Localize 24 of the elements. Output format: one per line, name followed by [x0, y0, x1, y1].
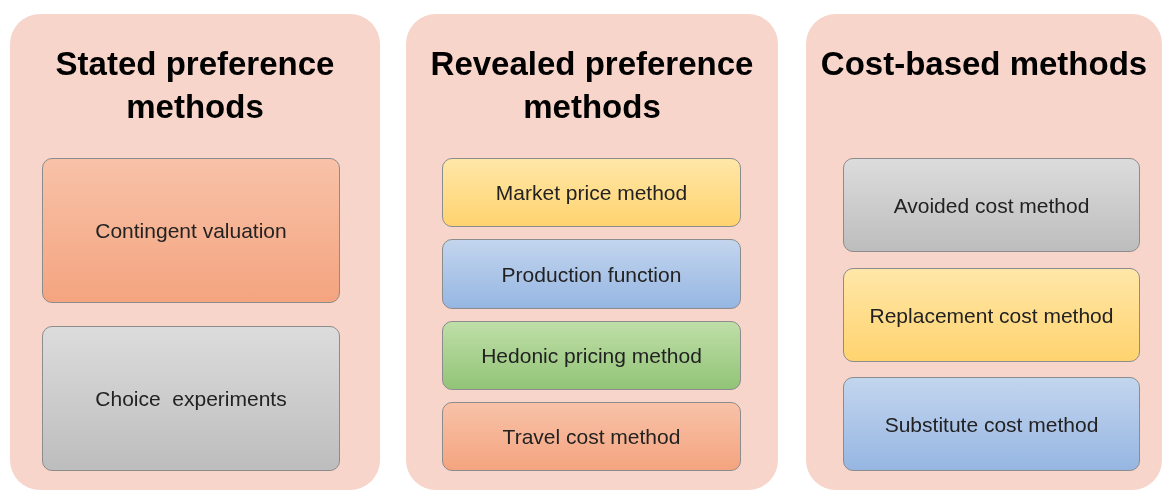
method-label: Choice experiments: [95, 386, 287, 412]
panel-title: Revealed preference methods: [429, 44, 755, 127]
category-panel: [806, 14, 1162, 490]
method-box: [42, 326, 340, 471]
method-box: [442, 158, 741, 227]
method-box: [843, 377, 1140, 471]
method-label: Replacement cost method: [869, 302, 1114, 329]
method-box: [42, 158, 340, 303]
panel-title: Stated preference methods: [54, 44, 336, 127]
method-label: Contingent valuation: [95, 218, 287, 244]
method-label: Hedonic pricing method: [481, 343, 702, 369]
method-label: Production function: [501, 261, 682, 288]
method-label: Avoided cost method: [893, 192, 1090, 219]
category-panel: [10, 14, 380, 490]
method-box: [843, 268, 1140, 362]
method-box: [843, 158, 1140, 252]
method-label: Substitute cost method: [884, 411, 1099, 438]
method-label: Market price method: [495, 180, 688, 206]
method-box: [442, 321, 741, 390]
method-box: [442, 239, 741, 309]
category-panel: [406, 14, 778, 490]
method-box: [442, 402, 741, 471]
method-label: Travel cost method: [502, 424, 681, 450]
panel-title: Cost-based methods: [819, 44, 1149, 84]
